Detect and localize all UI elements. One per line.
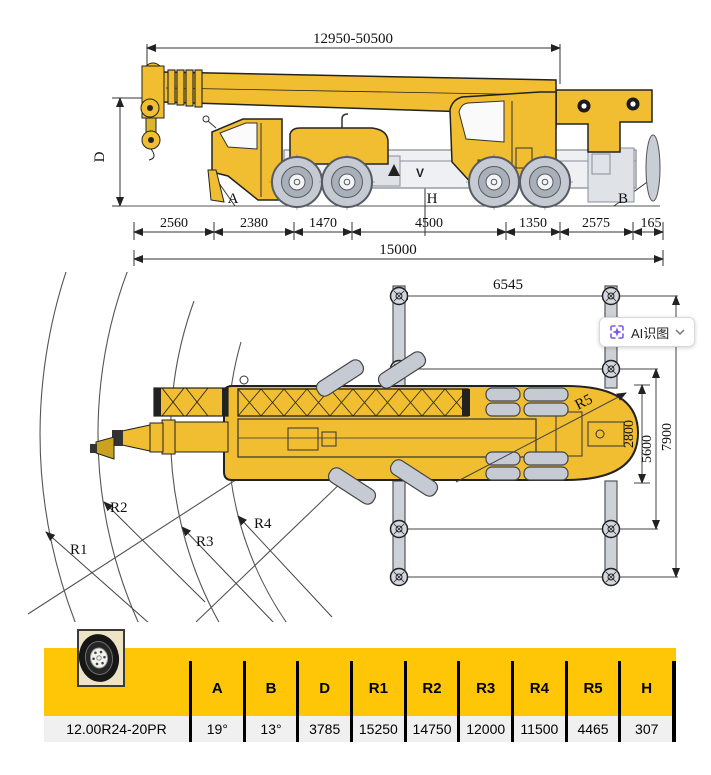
side-view-drawing: V (92, 31, 664, 266)
rear-machinery (555, 411, 625, 457)
stowed-boom (237, 418, 537, 458)
label-r5: R5 (573, 391, 596, 413)
value-cell: 3785 (296, 716, 351, 742)
truck-cab (202, 115, 283, 203)
value-cell: 11500 (511, 716, 565, 742)
ai-button-label: AI识图 (631, 325, 670, 341)
dim-boom-range: 12950-50500 (313, 31, 393, 47)
label-b: B (618, 191, 628, 207)
side-view-dimension-lines (112, 44, 664, 266)
label-r2: R2 (110, 500, 128, 516)
value-cell: 14750 (403, 716, 458, 742)
dim-overall-length: 15000 (379, 242, 417, 258)
dim-segment: 1350 (519, 216, 547, 231)
wheel (466, 154, 522, 210)
value-cell: 12000 (457, 716, 512, 742)
wheel (269, 154, 325, 210)
ai-scan-icon (610, 325, 624, 339)
engine-cover (289, 113, 389, 165)
crane-side-illustration: V (140, 62, 661, 210)
chassis-mark: V (416, 166, 424, 180)
chevron-down-icon[interactable] (675, 329, 685, 335)
value-cell: 307 (618, 716, 673, 742)
radius-arrows (45, 392, 627, 622)
label-r3: R3 (196, 534, 214, 550)
header-cell: R3 (457, 661, 512, 716)
header-cell: R4 (511, 661, 565, 716)
header-cell: D (296, 661, 351, 716)
tire-icon (77, 629, 125, 687)
header-cell: R1 (350, 661, 404, 716)
tow-loop (239, 375, 249, 385)
value-cell: 15250 (350, 716, 404, 742)
header-cell: R5 (564, 661, 619, 716)
dim-full-span: 7900 (660, 423, 675, 451)
value-cell: 19° (189, 716, 243, 742)
chassis-emblem-icon (388, 164, 400, 176)
dim-mid-span: 5600 (640, 435, 655, 463)
header-cell: R2 (403, 661, 458, 716)
header-cell: B (242, 661, 297, 716)
table-header-strip (44, 648, 676, 661)
boom-head (140, 62, 165, 161)
dimension-spec-table: A B D R1 R2 R3 R4 R5 H 12.00R24-20PR 19°… (44, 629, 676, 742)
label-a: A (228, 191, 239, 207)
label-r4: R4 (254, 516, 272, 532)
tyre-spec-cell: 12.00R24-20PR (44, 716, 189, 742)
wheel (517, 154, 573, 210)
telescopic-boom (140, 62, 557, 161)
value-cell: 13° (242, 716, 297, 742)
dim-segment: 2560 (160, 216, 188, 231)
header-cell: A (189, 661, 243, 716)
dim-segment: 1470 (309, 216, 337, 231)
dim-outrigger-span: 6545 (493, 277, 523, 293)
ai-image-recognition-button[interactable]: AI识图 (599, 317, 696, 347)
wheels-plan (485, 387, 569, 481)
dim-segment: 165 (641, 216, 662, 231)
label-h: H (427, 191, 438, 207)
stowed-float-pads (315, 351, 439, 505)
dim-segment: 2575 (582, 216, 610, 231)
dim-segment: 2380 (240, 216, 268, 231)
crane-plan-illustration (90, 351, 640, 505)
wheels (269, 154, 573, 210)
dim-segment: 4500 (415, 216, 443, 231)
header-cell: H (618, 661, 673, 716)
boom-head-plan (90, 387, 229, 460)
dim-body-width: 2800 (622, 420, 637, 448)
table-header-row: A B D R1 R2 R3 R4 R5 H (44, 661, 676, 716)
wheel (319, 154, 375, 210)
stowed-jib-lattice (237, 388, 470, 417)
table-data-row: 12.00R24-20PR 19° 13° 3785 15250 14750 1… (44, 716, 676, 742)
dim-height-label: D (92, 151, 108, 162)
label-r1: R1 (70, 542, 88, 558)
counterweight (555, 89, 661, 203)
plan-view-drawing: 6545 2800 5600 7900 R1 R2 R3 R4 R5 (27, 272, 680, 622)
value-cell: 4465 (564, 716, 619, 742)
